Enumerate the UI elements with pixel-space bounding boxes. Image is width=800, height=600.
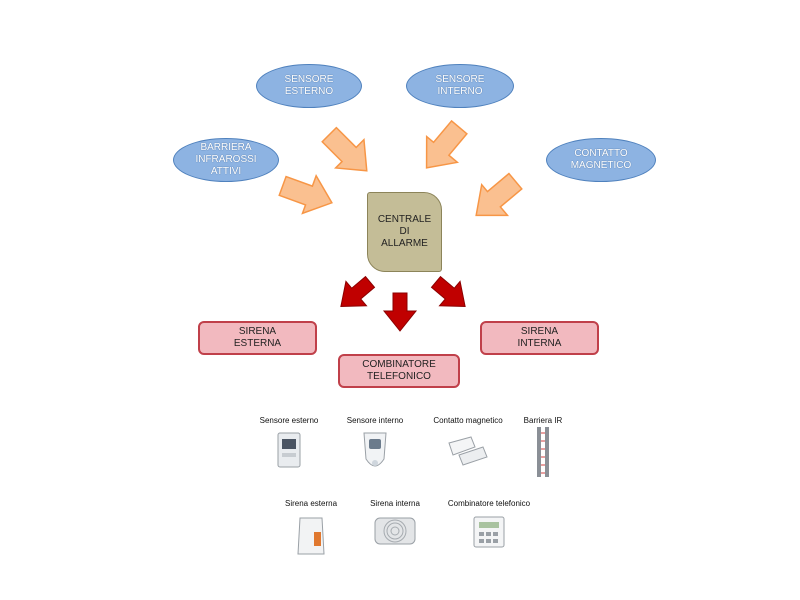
arrow-barriera [275,165,340,223]
centrale-line3: ALLARME [381,238,428,249]
sensore-esterno-line1: SENSORE [284,74,334,85]
combinatore-node: COMBINATORE TELEFONICO [338,354,460,388]
device-sensore-esterno: Sensore esterno [250,416,328,468]
barriera-ir-icon [537,427,549,477]
device-sirena-interna: Sirena interna [356,499,434,545]
device-barriera-ir: Barriera IR [518,416,568,479]
arrow-sensore-interno [410,114,477,182]
device-combinatore-telefonico-label: Combinatore telefonico [447,499,531,508]
sirena-esterna-line1: SIRENA [238,326,277,337]
sirena-interna-line2: INTERNA [517,338,562,349]
arrow-to-combinatore [383,292,417,332]
sirena-interna-line1: SIRENA [520,326,559,337]
sensore-interno-node: SENSORE INTERNO [406,64,514,108]
device-sensore-interno-label: Sensore interno [346,416,404,425]
centrale-line1: CENTRALE [377,214,432,225]
device-contatto-magnetico: Contatto magnetico [420,416,516,466]
sensore-interno-line1: SENSORE [435,74,485,85]
combinatore-line2: TELEFONICO [367,371,431,382]
sirena-interna-node: SIRENA INTERNA [480,321,599,355]
arrow-to-sirena-esterna [330,269,381,320]
combinatore-line1: COMBINATORE [362,359,436,370]
contatto-line2: MAGNETICO [570,160,632,171]
arrow-to-sirena-interna [425,269,476,320]
centrale-node: CENTRALE DI ALLARME [367,192,442,272]
contatto-line1: CONTATTO [574,148,628,159]
barriera-node: BARRIERA INFRAROSSI ATTIVI [173,138,279,182]
arrow-sensore-esterno [315,119,382,186]
device-contatto-magnetico-label: Contatto magnetico [433,416,503,425]
sensore-interno-line2: INTERNO [437,86,483,97]
sirena-esterna-node: SIRENA ESTERNA [198,321,317,355]
barriera-line3: ATTIVI [210,166,242,177]
contatto-magnetico-icon [448,436,488,466]
contatto-node: CONTATTO MAGNETICO [546,138,656,182]
arrow-contatto [462,165,530,232]
device-sirena-interna-label: Sirena interna [370,499,420,508]
device-sirena-esterna-label: Sirena esterna [284,499,338,508]
device-sensore-esterno-label: Sensore esterno [259,416,319,425]
device-barriera-ir-label: Barriera IR [523,416,563,425]
sirena-esterna-line2: ESTERNA [233,338,282,349]
sensore-esterno-node: SENSORE ESTERNO [256,64,362,108]
sensore-interno-icon [363,432,387,467]
device-combinatore-telefonico: Combinatore telefonico [434,499,544,548]
barriera-line1: BARRIERA [200,142,252,153]
device-sensore-interno: Sensore interno [336,416,414,475]
sirena-interna-icon [374,517,416,545]
sirena-esterna-icon [297,517,325,555]
combinatore-telefonico-icon [473,516,505,548]
device-sirena-esterna: Sirena esterna [272,499,350,556]
sensore-esterno-line2: ESTERNO [284,86,334,97]
barriera-line2: INFRAROSSI [195,154,257,165]
sensore-esterno-icon [277,432,301,468]
centrale-line2: DI [399,226,410,237]
